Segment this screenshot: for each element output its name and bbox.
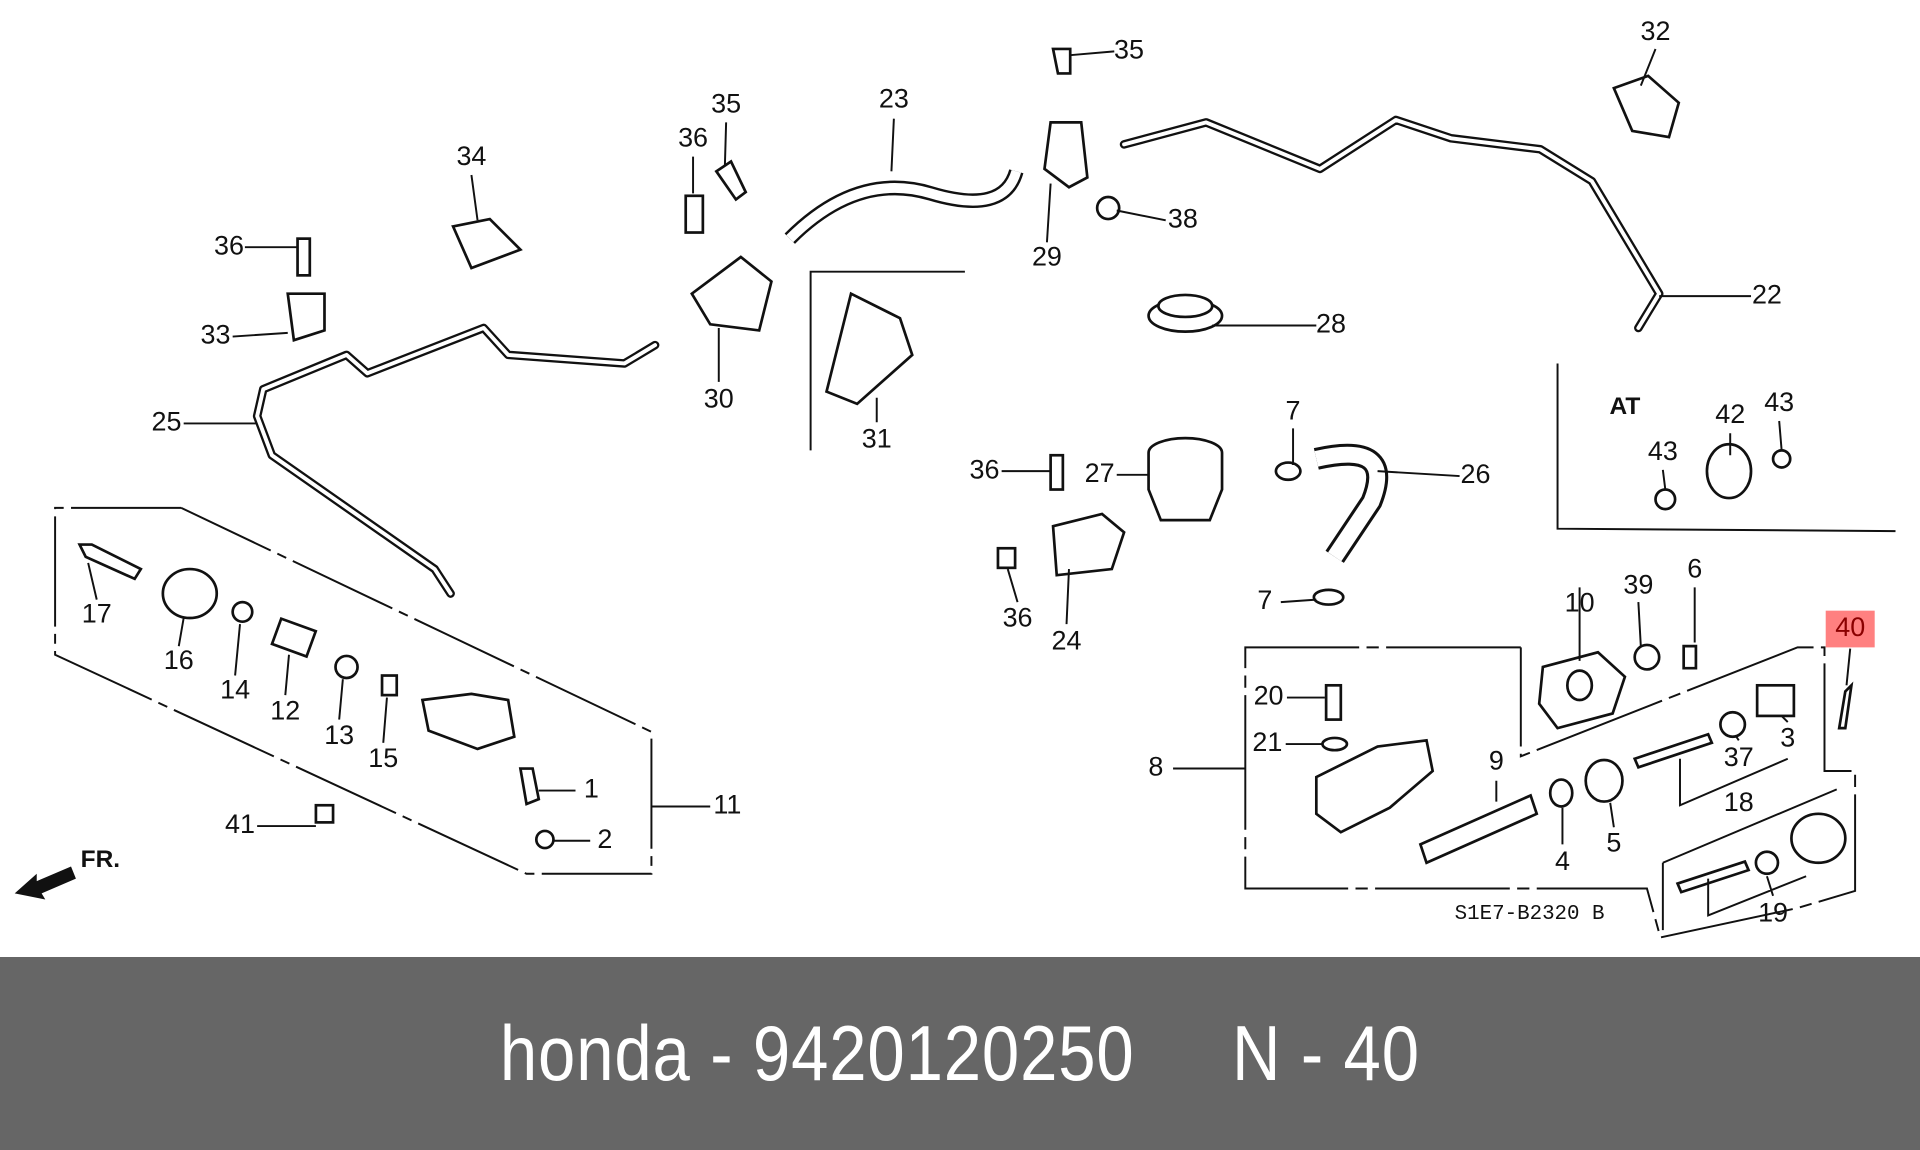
callout-26[interactable]: 26: [1461, 459, 1491, 489]
drawing-code: S1E7-B2320 B: [1455, 903, 1605, 926]
callout-27[interactable]: 27: [1085, 458, 1115, 488]
callout-33[interactable]: 33: [201, 320, 231, 350]
callout-40-highlighted[interactable]: 40: [1835, 612, 1865, 642]
callout-36[interactable]: 36: [970, 454, 1000, 484]
callout-43[interactable]: 43: [1648, 436, 1678, 466]
footer-bar: honda - 9420120250 N - 40: [0, 957, 1920, 1150]
callout-labels: 35 32 23 35 36 34 29 38 36 22 33 30 31 2…: [82, 16, 1865, 927]
callout-10[interactable]: 10: [1565, 588, 1595, 618]
callout-17[interactable]: 17: [82, 599, 112, 629]
callout-18[interactable]: 18: [1724, 787, 1754, 817]
group-box-19-edge: [1662, 788, 1838, 864]
callout-19[interactable]: 19: [1758, 897, 1788, 927]
callout-42[interactable]: 42: [1715, 399, 1745, 429]
callout-25[interactable]: 25: [152, 407, 182, 437]
callout-21[interactable]: 21: [1252, 727, 1282, 757]
callout-31[interactable]: 31: [862, 424, 892, 454]
callout-8[interactable]: 8: [1148, 752, 1163, 782]
callout-3[interactable]: 3: [1780, 722, 1795, 752]
callout-28[interactable]: 28: [1316, 309, 1346, 339]
part-number-caption: honda - 9420120250 N - 40: [499, 1009, 1421, 1097]
callout-38[interactable]: 38: [1168, 203, 1198, 233]
callout-32[interactable]: 32: [1641, 16, 1671, 46]
front-label: FR.: [81, 846, 120, 873]
callout-15[interactable]: 15: [368, 743, 398, 773]
callout-23[interactable]: 23: [879, 83, 909, 113]
callout-39[interactable]: 39: [1623, 569, 1653, 599]
callout-34[interactable]: 34: [456, 141, 486, 171]
callout-20[interactable]: 20: [1254, 681, 1284, 711]
group-box-11: [54, 506, 653, 875]
pipe-25: [252, 323, 660, 598]
callout-36[interactable]: 36: [1003, 602, 1033, 632]
callout-9[interactable]: 9: [1489, 746, 1504, 776]
parts-diagram: FR. 35 32 23 35 36 34 29 38 36 22 33 30 …: [14, 16, 1896, 939]
callout-22[interactable]: 22: [1752, 279, 1782, 309]
callout-35[interactable]: 35: [711, 88, 741, 118]
at-label: AT: [1609, 393, 1640, 420]
callout-16[interactable]: 16: [164, 645, 194, 675]
callout-11[interactable]: 11: [713, 790, 741, 820]
callout-1[interactable]: 1: [584, 774, 599, 804]
highlight-box: [1825, 610, 1875, 648]
callout-12[interactable]: 12: [270, 695, 300, 725]
part-shapes: [77, 47, 1854, 894]
callout-36[interactable]: 36: [214, 230, 244, 260]
at-box: [1556, 363, 1896, 533]
callout-2[interactable]: 2: [597, 824, 612, 854]
callout-35[interactable]: 35: [1114, 35, 1144, 65]
callout-24[interactable]: 24: [1052, 626, 1082, 656]
group-box-8: [1244, 646, 1857, 939]
hose-26: [1313, 443, 1389, 563]
hose-23: [784, 168, 1024, 244]
callout-7[interactable]: 7: [1286, 396, 1301, 426]
callout-36[interactable]: 36: [678, 123, 708, 153]
callout-6[interactable]: 6: [1687, 553, 1702, 583]
leader-lines: [87, 48, 1852, 917]
callout-13[interactable]: 13: [324, 720, 354, 750]
front-arrow-icon: FR.: [14, 846, 120, 900]
callout-37[interactable]: 37: [1724, 742, 1754, 772]
pipe-22: [1119, 115, 1664, 333]
callout-14[interactable]: 14: [220, 675, 250, 705]
callout-30[interactable]: 30: [704, 383, 734, 413]
callout-7[interactable]: 7: [1257, 585, 1272, 615]
callout-41[interactable]: 41: [225, 809, 255, 839]
callout-29[interactable]: 29: [1032, 241, 1062, 271]
callout-5[interactable]: 5: [1606, 828, 1621, 858]
callout-43[interactable]: 43: [1764, 387, 1794, 417]
callout-4[interactable]: 4: [1555, 846, 1570, 876]
bracket-box-31: [809, 270, 965, 451]
